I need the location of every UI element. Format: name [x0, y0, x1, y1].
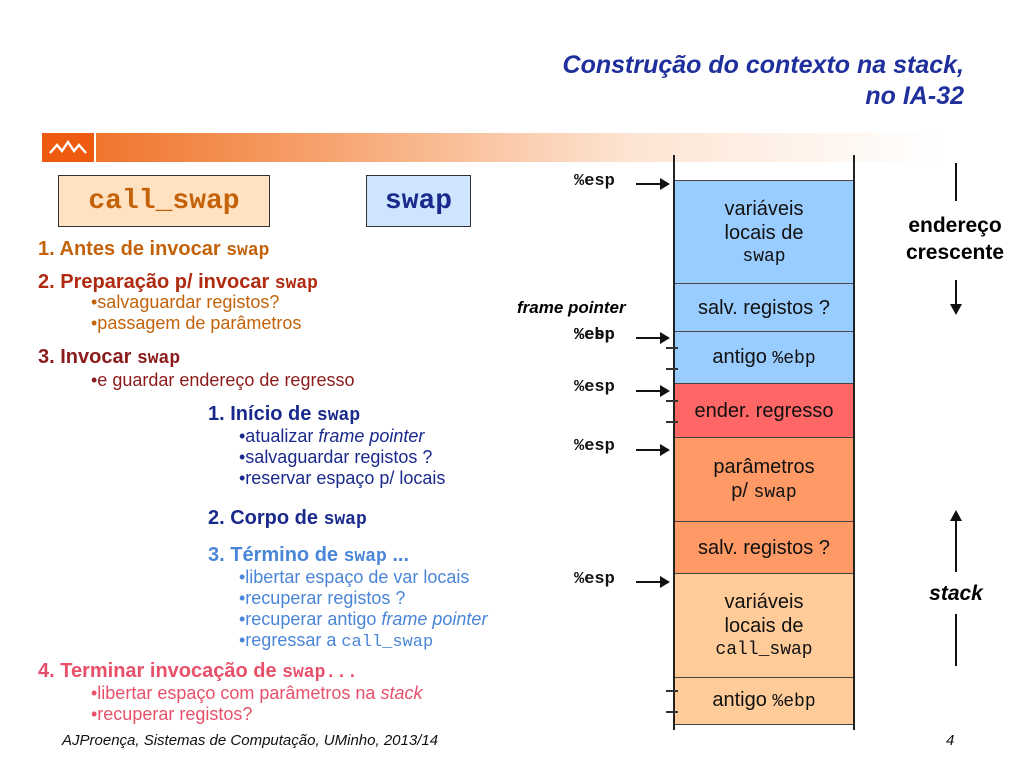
stack-direction-line-bottom	[955, 614, 957, 666]
caller-step-4-bullet-2: •recuperar registos?	[91, 704, 253, 724]
title-line-2: no IA-32	[865, 82, 964, 110]
esp-label-overlap: %esp	[574, 326, 615, 345]
address-direction-line-top	[955, 163, 957, 201]
callee-step-2: 2. Corpo de swap	[208, 507, 367, 530]
title-line-1: Construção do contexto na stack,	[562, 51, 964, 79]
caller-step-4-bullet-1: •libertar espaço com parâmetros na stack	[91, 683, 423, 703]
stack-label: stack	[929, 582, 983, 605]
uminho-logo-icon	[42, 133, 96, 162]
frame-pointer-label: frame pointer	[517, 298, 626, 317]
stack-right-border	[853, 155, 855, 730]
slide-title: Construção do contexto na stack, no IA-3…	[563, 50, 964, 112]
esp-arrow-3	[636, 444, 670, 456]
address-label: endereço crescente	[905, 214, 1005, 264]
caller-step-3-bullet-1: •e guardar endereço de regresso	[91, 370, 355, 390]
callee-step-3-bullet-1: •libertar espaço de var locais	[239, 567, 470, 587]
caller-step-2-bullet-1: •salvaguardar registos?	[91, 292, 280, 312]
esp-arrow-4	[636, 576, 670, 588]
caller-step-2: 2. Preparação p/ invocar swap	[38, 271, 318, 294]
callee-step-1-bullet-1: •atualizar frame pointer	[239, 426, 425, 446]
callee-step-3-bullet-2: •recuperar registos ?	[239, 588, 406, 608]
callee-step-3: 3. Término de swap ...	[208, 544, 410, 567]
callee-step-3-bullet-3: •recuperar antigo frame pointer	[239, 609, 488, 629]
stack-cell-old-ebp-caller: antigo %ebp	[675, 677, 853, 725]
esp-arrow-1	[636, 178, 670, 190]
esp-label-3: %esp	[574, 437, 615, 456]
tick-mark	[666, 711, 678, 713]
page-number: 4	[946, 732, 955, 749]
tick-mark	[666, 347, 678, 349]
call-swap-box: call_swap	[58, 175, 270, 227]
esp-arrow-2	[636, 385, 670, 397]
caller-step-4: 4. Terminar invocação de swap...	[38, 660, 358, 683]
ebp-label: %ebp	[574, 326, 615, 345]
stack-cell-return-address: ender. regresso	[675, 383, 853, 438]
header-band	[42, 133, 942, 162]
tick-mark	[666, 400, 678, 402]
stack-cell-caller-saved-regs: salv. registos ?	[675, 521, 853, 574]
caller-step-1: 1. Antes de invocar swap	[38, 238, 270, 261]
tick-mark	[666, 690, 678, 692]
footer-credit: AJProença, Sistemas de Computação, UMinh…	[62, 732, 439, 749]
tick-mark	[666, 368, 678, 370]
callee-step-1-bullet-2: •salvaguardar registos ?	[239, 447, 433, 467]
tick-mark	[666, 421, 678, 423]
stack-up-arrow-icon	[949, 510, 963, 577]
address-down-arrow-icon	[949, 280, 963, 321]
stack-left-border	[673, 155, 675, 730]
callee-step-1: 1. Início de swap	[208, 403, 361, 426]
caller-step-2-bullet-2: •passagem de parâmetros	[91, 313, 302, 333]
esp-label-2: %esp	[574, 378, 615, 397]
stack-cell-swap-saved-regs: salv. registos ?	[675, 283, 853, 332]
callee-step-1-bullet-3: •reservar espaço p/ locais	[239, 468, 446, 488]
esp-label-4: %esp	[574, 570, 615, 589]
stack-cell-old-ebp-swap: antigo %ebp	[675, 331, 853, 384]
ebp-arrow	[636, 332, 670, 344]
esp-label-1: %esp	[574, 172, 615, 191]
callee-step-3-bullet-4: •regressar a call_swap	[239, 630, 434, 652]
caller-step-3: 3. Invocar swap	[38, 346, 181, 369]
swap-box: swap	[366, 175, 471, 227]
